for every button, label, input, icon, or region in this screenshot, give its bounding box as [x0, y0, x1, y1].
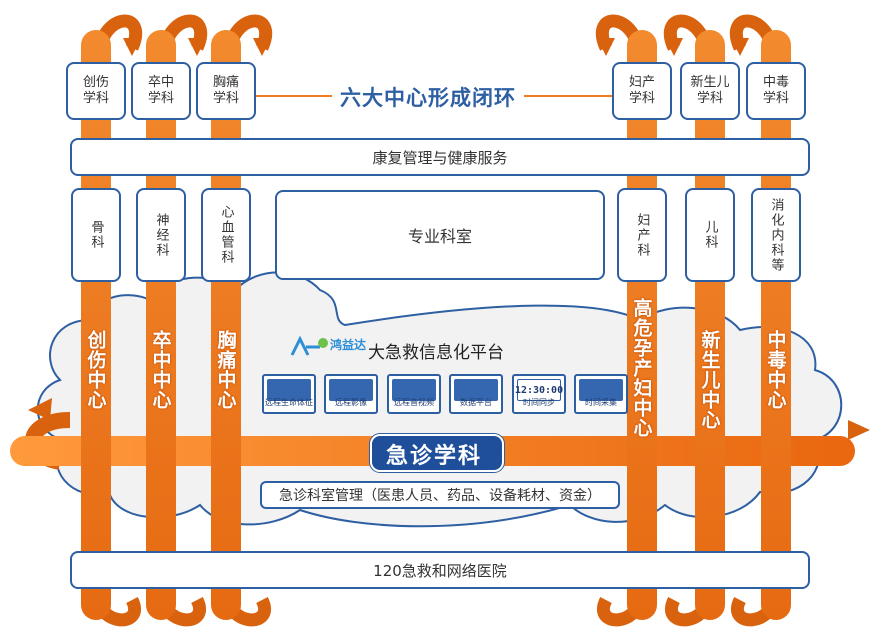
discipline-box: 创伤 学科 [66, 62, 126, 120]
discipline-box: 中毒 学科 [746, 62, 806, 120]
platform-tile-label: 远程音视频 [394, 398, 434, 407]
emergency-loop-arrow-left [28, 398, 52, 420]
database-icon [454, 379, 498, 401]
platform-tile: 数据平台 [449, 374, 503, 414]
loop-arrow-icon [188, 38, 206, 56]
center-name: 卒中中心 [149, 330, 172, 410]
bottom-bar: 120急救和网络医院 [70, 551, 810, 589]
center-name: 胸痛中心 [214, 330, 237, 410]
loop-band [761, 30, 791, 620]
platform-tile: 远程生命体征 [262, 374, 316, 414]
center-name: 中毒中心 [764, 330, 787, 410]
center-loop-1 [81, 14, 143, 627]
platform-tile: 时间采集 [574, 374, 628, 414]
specialty-dept: 儿科 [685, 188, 735, 282]
loop-arrow-icon [665, 38, 683, 56]
loop-arrow-icon [123, 38, 141, 56]
emergency-label-box [370, 434, 504, 472]
specialty-room-box: 专业科室 [275, 190, 605, 280]
center-loop-4 [595, 14, 657, 627]
head-scan-icon [329, 379, 373, 401]
platform-title: 大急救信息化平台 [368, 343, 504, 363]
platform-tile: 远程影像 [324, 374, 378, 414]
center-loop-6 [729, 14, 791, 627]
loop-band [695, 30, 725, 620]
platform-tile-label: 时间同步 [523, 398, 555, 407]
platform-tile-label: 数据平台 [460, 398, 492, 407]
platform-logo [290, 335, 332, 359]
loop-band [211, 30, 241, 620]
video-grid-icon [392, 379, 436, 401]
specialty-dept: 神经科 [136, 188, 186, 282]
center-name: 高危孕产妇中心 [630, 298, 653, 438]
specialty-dept: 消化内科等 [751, 188, 801, 282]
vital-signs-icon [267, 379, 311, 401]
loop-band [81, 30, 111, 620]
emergency-mgmt-bar: 急诊科室管理（医患人员、药品、设备耗材、资金） [260, 481, 620, 509]
specialty-dept: 妇产科 [617, 188, 667, 282]
rehab-bar: 康复管理与健康服务 [70, 138, 810, 176]
loop-band [627, 30, 657, 620]
discipline-box: 胸痛 学科 [196, 62, 256, 120]
emergency-label: 急诊学科 [386, 444, 483, 469]
specialty-dept: 骨科 [71, 188, 121, 282]
emergency-loop-arrow-right [848, 420, 870, 440]
platform-tile: 远程音视频 [387, 374, 441, 414]
platform-tile-label: 时间采集 [585, 398, 617, 407]
center-loop-2 [146, 14, 208, 627]
center-name: 新生儿中心 [698, 330, 721, 430]
loop-band [146, 30, 176, 620]
discipline-box: 妇产 学科 [612, 62, 672, 120]
loop-arrow-icon [253, 38, 271, 56]
diagram-title: 六大中心形成闭环 [332, 82, 524, 112]
loop-arrow-icon [731, 38, 749, 56]
specialty-dept: 心血管科 [201, 188, 251, 282]
clock-display-icon: 12:30:00 [515, 379, 563, 401]
loop-arrow-icon [597, 38, 615, 56]
center-name: 创伤中心 [84, 330, 107, 410]
platform-tile-label: 远程生命体征 [265, 398, 313, 407]
logo-text: 鸿益达 [330, 338, 367, 352]
band-icon [579, 379, 623, 401]
center-loop-5 [663, 14, 725, 627]
center-loop-3 [211, 14, 273, 627]
logo-mark [290, 335, 320, 356]
platform-tile-label: 远程影像 [335, 398, 367, 407]
discipline-box: 新生儿 学科 [680, 62, 740, 120]
discipline-box: 卒中 学科 [131, 62, 191, 120]
